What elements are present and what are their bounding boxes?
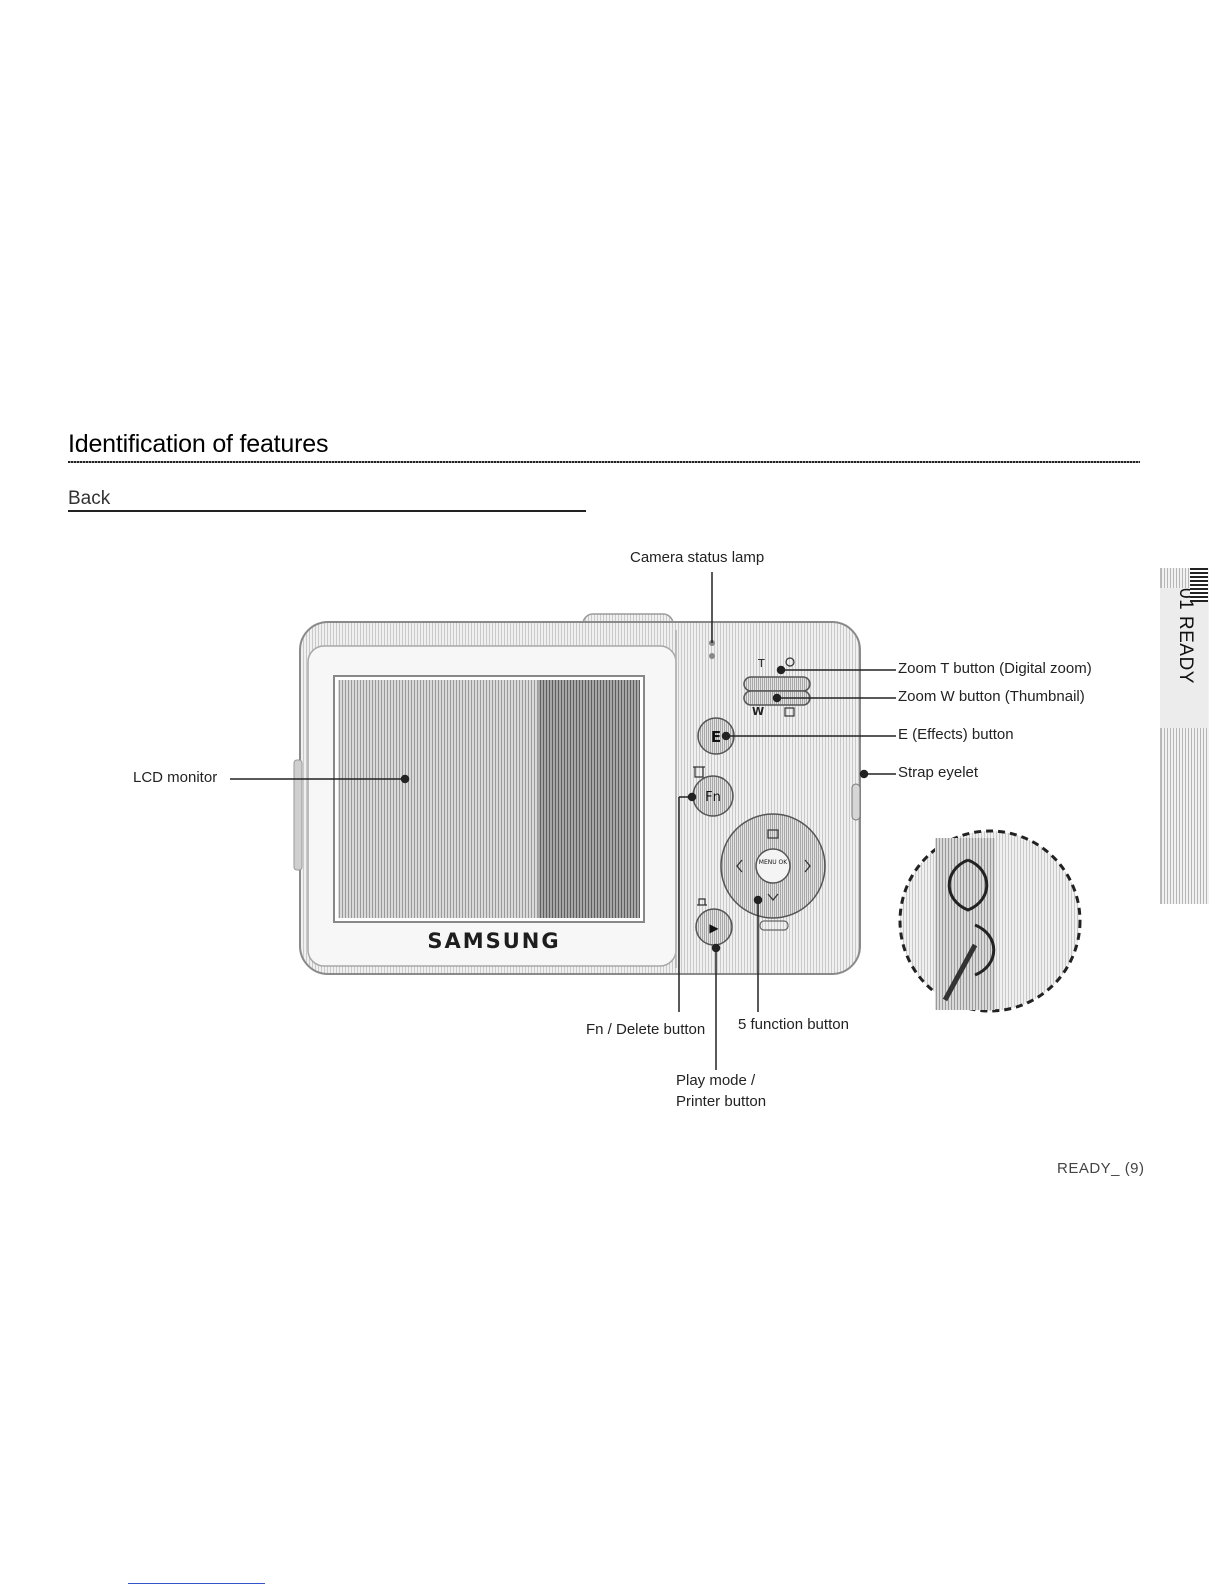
strap-inset-detail (900, 831, 1080, 1011)
zoom-t-mark: T (757, 657, 765, 670)
callout-printer-button: Printer button (676, 1093, 766, 1110)
callout-five-function: 5 function button (738, 1016, 849, 1033)
camera-status-lamp-2 (709, 653, 715, 659)
callout-play-mode: Play mode / (676, 1072, 755, 1089)
callout-e-button: E (Effects) button (898, 726, 1014, 743)
callout-zoom-t: Zoom T button (Digital zoom) (898, 660, 1092, 677)
callout-zoom-w: Zoom W button (Thumbnail) (898, 688, 1085, 705)
page-number: READY_ (9) (1057, 1160, 1145, 1177)
strap-eyelet (852, 784, 860, 820)
callout-camera-status-lamp: Camera status lamp (630, 549, 764, 566)
lcd-monitor (334, 676, 644, 922)
menu-ok-label: MENU OK (759, 859, 788, 866)
callout-lcd-monitor: LCD monitor (133, 769, 217, 786)
bottom-link-underline (128, 1583, 265, 1584)
samsung-logo: SAMSUNG (427, 929, 560, 953)
zoom-w-mark: W (752, 705, 764, 718)
fn-button-label: Fn (705, 790, 721, 805)
play-icon: ▶ (709, 921, 719, 935)
e-button-label: E (711, 728, 721, 746)
callout-strap-eyelet: Strap eyelet (898, 764, 978, 781)
callout-fn-delete: Fn / Delete button (586, 1021, 705, 1038)
